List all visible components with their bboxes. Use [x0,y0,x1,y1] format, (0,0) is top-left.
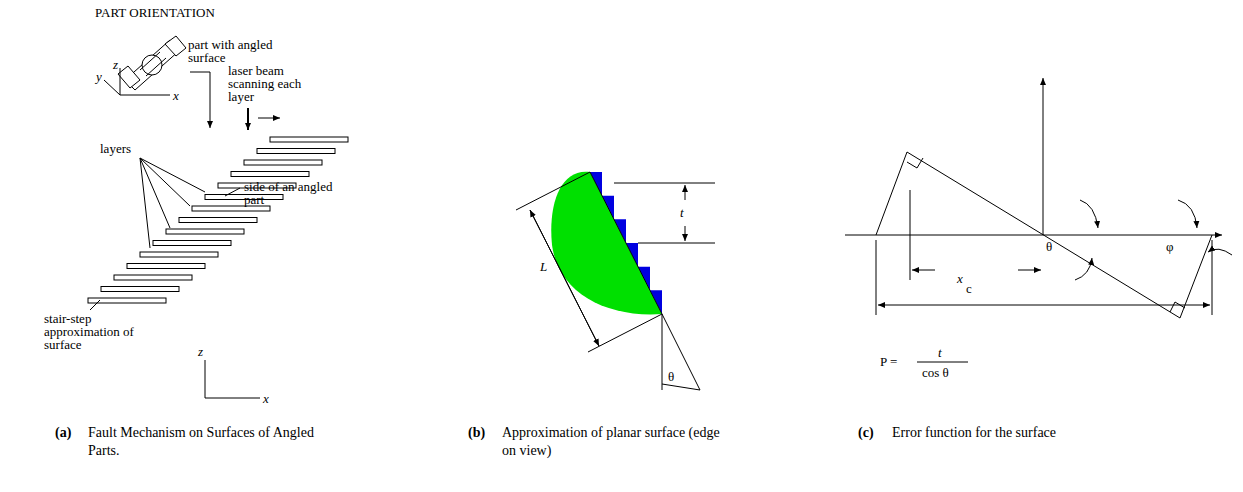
layer-plate [179,218,257,223]
right-angle [1170,302,1185,312]
right-angle [907,158,923,168]
subscript-label: c [966,282,972,295]
angle-label: θ [1046,240,1052,253]
caption-letter: (a) [55,424,71,442]
scan-direction [258,118,280,119]
layer-plate [192,206,270,211]
angle-mark [662,314,700,390]
layer-plate [166,229,244,234]
axes-bottom [205,360,260,398]
angle-arrows [1075,200,1232,280]
xc-dimension [910,190,1041,280]
dimension-label: P = [880,355,897,368]
part-label: part with angled surface [188,38,283,64]
layer-plate [257,149,335,154]
beam-label: laser beam scanning each layer [228,64,308,103]
dimension-label: t [680,206,684,219]
length-dimension [516,172,662,352]
dimension-label: x [957,272,963,285]
angle-label: φ [1166,240,1174,253]
caption-letter: (c) [858,424,874,442]
panel-heading: PART ORIENTATION [95,6,215,19]
p-dimension [876,240,1212,315]
angled-part [118,36,186,90]
layers-label: layers [100,142,131,155]
axis-label: y [96,70,102,83]
layer-plate [114,275,192,280]
axes-top [104,68,170,95]
caption-text: Error function for the surface [892,424,1112,442]
caption-text: Fault Mechanism on Surfaces of Angled Pa… [88,424,333,460]
x-axis [845,235,1222,236]
caption-letter: (b) [468,424,485,442]
layer-plates [88,137,348,303]
error-function [876,152,1212,318]
stair-label: stair-step approximation of surface [44,312,144,351]
layer-plate [244,160,322,165]
layer-plate [270,137,348,142]
t-dimension [614,183,715,243]
laser-beam [247,108,249,130]
angle-label: θ [668,370,674,383]
side-label: side of an angled part [244,180,334,206]
axis-label: z [198,345,203,358]
dimension-label: t [938,346,942,359]
axis-label: x [263,392,269,405]
layer-plate [101,287,179,292]
layer-plate [153,241,231,246]
caption-text: Approximation of planar surface (edge on… [502,424,737,460]
fraction-bar [917,362,968,363]
axis-label: z [113,58,118,71]
layer-plate [140,252,218,257]
y-axis [1043,78,1044,235]
layer-plate [231,172,309,177]
dimension-label: L [540,260,547,273]
layer-plate [127,264,205,269]
leader-lines [90,158,240,310]
axis-label: x [173,89,179,102]
dimension-label: cos θ [922,366,949,379]
process-arrow [190,72,210,128]
